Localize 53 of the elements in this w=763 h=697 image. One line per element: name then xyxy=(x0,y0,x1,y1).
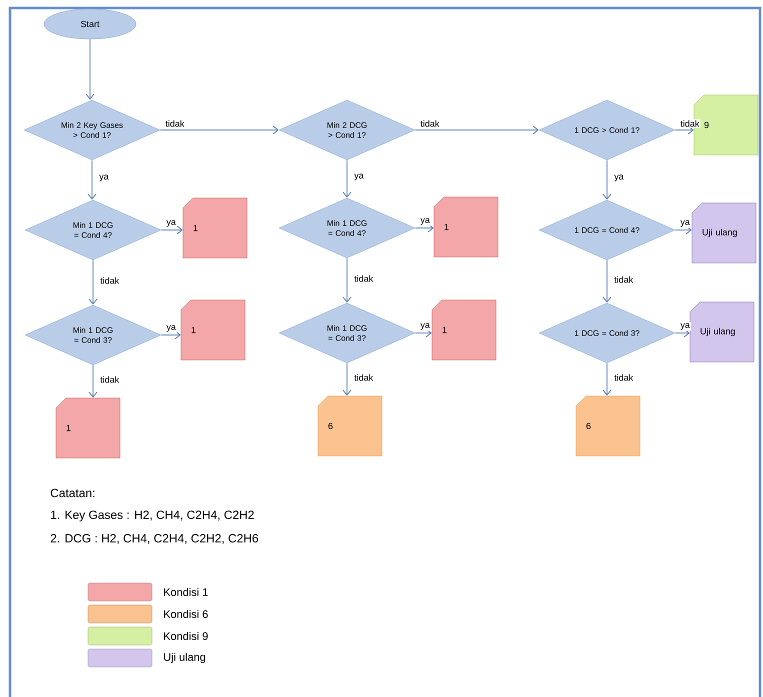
arrow xyxy=(160,226,183,234)
note-text: 1. Key Gases : H2, CH4, C2H4, C2H2 xyxy=(51,510,254,522)
edge-label: ya xyxy=(419,217,431,226)
edge-label: ya xyxy=(679,322,691,331)
result-box: 6 xyxy=(576,396,640,456)
edge-label: tidak xyxy=(613,275,634,284)
result-box: Uji ulang xyxy=(690,302,754,362)
result-box: 1 xyxy=(182,198,248,258)
arrow xyxy=(414,328,432,338)
arrow xyxy=(88,260,98,305)
edge-label: tidak xyxy=(613,373,634,382)
arrow xyxy=(414,224,434,232)
edge-label: tidak xyxy=(353,373,374,382)
arrow xyxy=(342,160,352,198)
result-box: 6 xyxy=(318,396,382,456)
result-box: 1 xyxy=(434,196,498,258)
arrow xyxy=(674,126,694,134)
edge-label: ya xyxy=(353,172,365,182)
edge-label: tidak xyxy=(419,119,440,128)
arrow xyxy=(342,362,352,396)
legend-label: Uji ulang xyxy=(164,652,206,664)
edge-label: tidak xyxy=(99,276,120,285)
legend-label: Kondisi 6 xyxy=(164,610,208,618)
arrow xyxy=(160,126,279,134)
arrow xyxy=(414,126,539,134)
arrow xyxy=(342,258,352,303)
arrow xyxy=(674,328,690,338)
result-box: 1 xyxy=(180,300,246,360)
arrow xyxy=(602,160,612,200)
arrow xyxy=(602,260,612,303)
arrow xyxy=(88,364,98,398)
result-box: 1 xyxy=(432,300,496,360)
arrow xyxy=(160,330,181,340)
edge-label: tidak xyxy=(679,119,700,128)
arrow xyxy=(86,38,94,100)
edge-label: ya xyxy=(165,219,177,228)
result-box: Uji ulang xyxy=(692,202,756,264)
note-text: Catatan: xyxy=(50,488,94,498)
edge-label: tidak xyxy=(99,375,120,384)
result-box: 1 xyxy=(56,398,120,458)
edge-label: ya xyxy=(679,219,691,228)
arrow xyxy=(88,160,96,200)
edge-label: tidak xyxy=(164,119,186,128)
edge-label: tidak xyxy=(353,274,374,283)
edge-label: ya xyxy=(165,324,177,333)
edge-label: ya xyxy=(419,322,431,331)
legend-label: Kondisi 1 xyxy=(164,588,208,596)
arrow xyxy=(674,226,692,234)
edge-label: ya xyxy=(613,174,625,182)
legend-label: Kondisi 9 xyxy=(164,632,208,640)
arrow xyxy=(602,362,612,396)
note-text: 2. DCG : H2, CH4, C2H4, C2H2, C2H6 xyxy=(50,534,258,544)
edge-label: ya xyxy=(98,174,110,182)
